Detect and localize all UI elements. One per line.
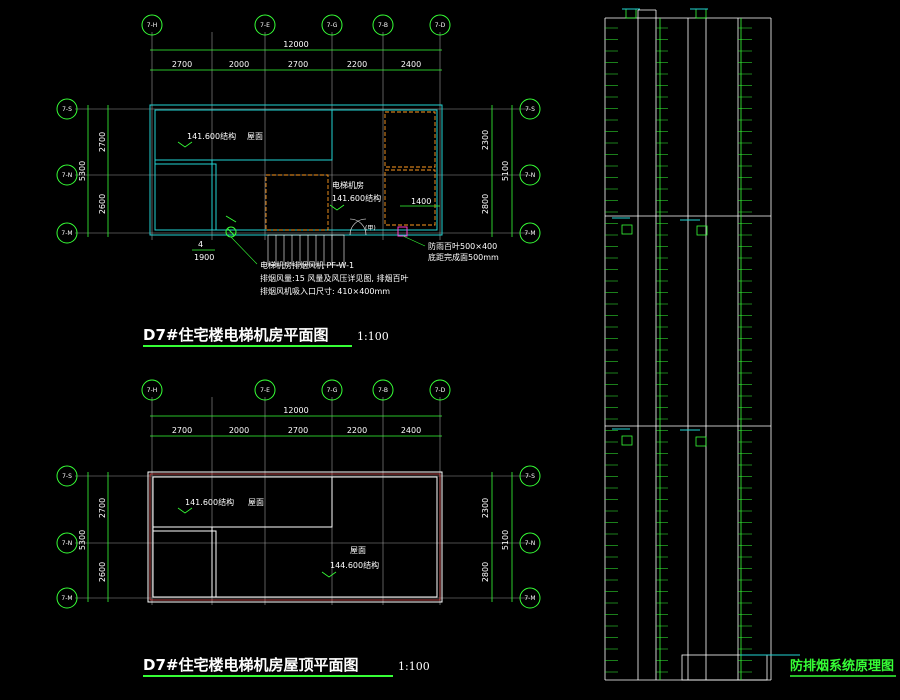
plan2-scale: 1:100 [398, 660, 430, 673]
dimension-right-total: 5100 [501, 161, 510, 181]
roof-label-a: 屋面 [248, 498, 264, 507]
dimension-right: 2800 [481, 562, 490, 582]
fan-note-line: 排烟风量:15 风量及风压详见图, 排烟百叶 [260, 273, 409, 283]
fan-dimension: 1900 [194, 253, 214, 262]
dimension-bay: 2000 [229, 426, 249, 435]
dimension-bay: 2200 [347, 60, 367, 69]
roof-level-b: 144.600结构 [330, 560, 379, 570]
axis-bubble-label: 7-D [435, 22, 446, 29]
roof-label: 屋面 [247, 132, 263, 141]
roof-level: 141.600结构 [187, 131, 236, 141]
plan2-title: D7#住宅楼电梯机房屋顶平面图 [143, 656, 358, 674]
axis-bubble-label: 7-G [327, 22, 338, 29]
smoke-control-system-diagram: 防排烟系统原理图 [604, 8, 896, 681]
axis-bubble-label: 7-N [525, 172, 535, 179]
dimension-bay: 2200 [347, 426, 367, 435]
axis-bubble-label: 7-M [524, 230, 535, 237]
fan-note-line: 电梯机房排烟风机 PF-W-1 [260, 260, 354, 270]
axis-bubble-label: 7-E [260, 22, 270, 29]
dimension-left: 2700 [98, 498, 107, 518]
vent-note-line: 防雨百叶500×400 [428, 241, 497, 251]
axis-bubble-label: 7-B [378, 387, 388, 394]
dimension-total: 12000 [283, 406, 308, 415]
axis-bubble-label: 7-E [260, 387, 270, 394]
roof-level-a: 141.600结构 [185, 497, 234, 507]
dimension-left: 2700 [98, 132, 107, 152]
vent-note-line: 底距完成面500mm [428, 252, 499, 262]
elevator-machine-room-roof-plan: 7-H 7-E 7-G 7-B 7-D 7-S 7-N 7-M 7-S 7-N … [56, 379, 541, 677]
dimension-1400: 1400 [411, 197, 431, 206]
plan1-title: D7#住宅楼电梯机房平面图 [143, 326, 328, 344]
dimension-left-total: 5300 [78, 161, 87, 181]
dimension-bay: 2700 [172, 426, 192, 435]
dimension-total: 12000 [283, 40, 308, 49]
fan-number: 4 [198, 240, 203, 249]
axis-bubble-label: 7-M [61, 595, 72, 602]
dimension-bay: 2700 [288, 60, 308, 69]
axis-bubble-label: 7-S [525, 473, 535, 480]
axis-bubble-label: 7-G [327, 387, 338, 394]
dimension-bay: 2700 [288, 426, 308, 435]
dimension-right-total: 5100 [501, 530, 510, 550]
dimension-bay: 2400 [401, 426, 421, 435]
door-label: (甲) [365, 225, 376, 232]
axis-bubble-label: 7-S [62, 473, 72, 480]
room-level: 141.600结构 [332, 193, 381, 203]
dimension-left: 2600 [98, 562, 107, 582]
axis-bubble-label: 7-D [435, 387, 446, 394]
axis-bubble-label: 7-S [62, 106, 72, 113]
roof-label-b: 屋面 [350, 546, 366, 555]
plan1-scale: 1:100 [357, 330, 389, 343]
axis-bubble-label: 7-M [61, 230, 72, 237]
axis-bubble-label: 7-H [147, 22, 158, 29]
dimension-left: 2600 [98, 194, 107, 214]
axis-bubble-label: 7-H [147, 387, 158, 394]
axis-bubble-label: 7-N [62, 540, 72, 547]
axis-bubble-label: 7-N [62, 172, 72, 179]
dimension-bay: 2700 [172, 60, 192, 69]
dimension-left-total: 5300 [78, 530, 87, 550]
fan-note-line: 排烟风机吸入口尺寸: 410×400mm [260, 286, 390, 296]
axis-bubble-label: 7-M [524, 595, 535, 602]
axis-bubble-label: 7-S [525, 106, 535, 113]
axis-bubble-label: 7-N [525, 540, 535, 547]
dimension-bay: 2400 [401, 60, 421, 69]
elevator-machine-room-plan: 7-H 7-E 7-G 7-B 7-D 7-S 7-N 7-M 7-S 7-N … [56, 14, 541, 347]
system-title: 防排烟系统原理图 [790, 658, 894, 674]
dimension-right: 2800 [481, 194, 490, 214]
dimension-right: 2300 [481, 498, 490, 518]
floor-lines [605, 27, 752, 673]
room-name: 电梯机房 [332, 180, 364, 190]
dimension-right: 2300 [481, 130, 490, 150]
dimension-bay: 2000 [229, 60, 249, 69]
axis-bubble-label: 7-B [378, 22, 388, 29]
